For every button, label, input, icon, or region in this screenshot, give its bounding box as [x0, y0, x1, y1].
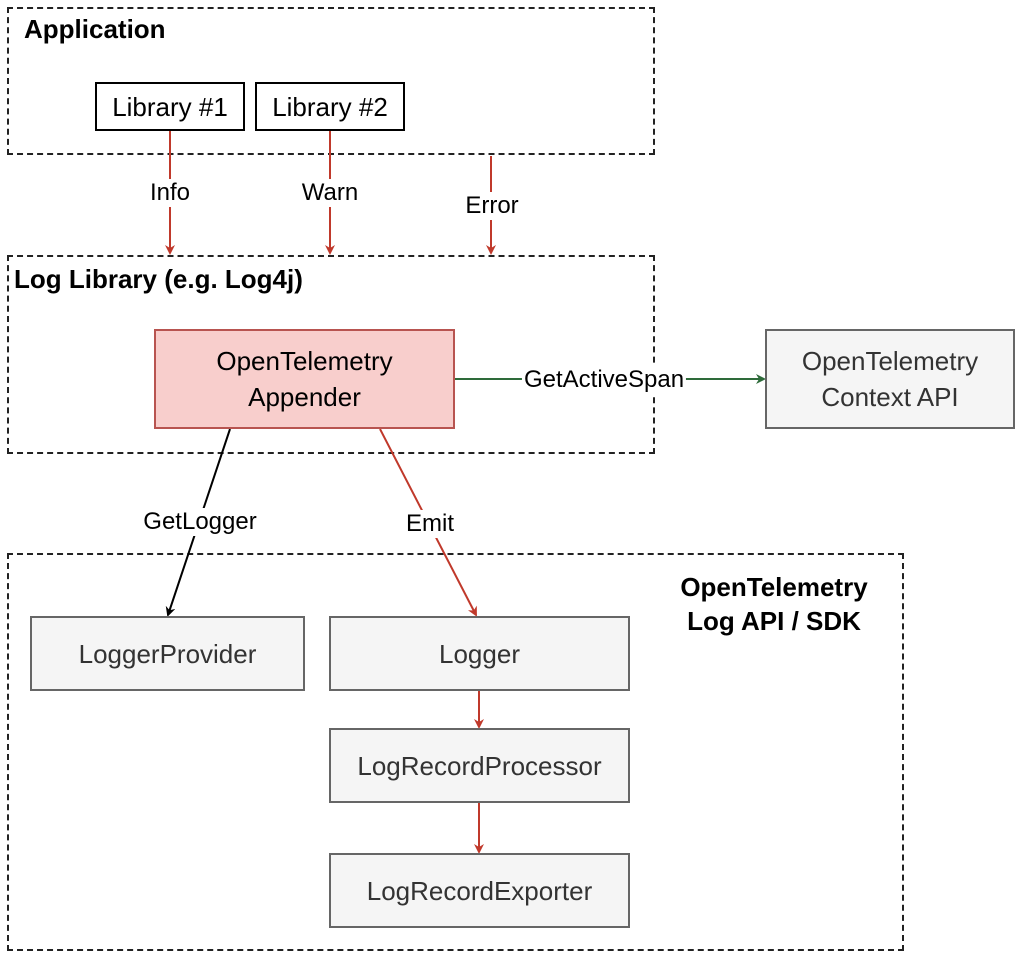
log-record-processor-node: LogRecordProcessor	[329, 728, 630, 803]
otel-log-sdk-title-line1: OpenTelemetry	[680, 572, 868, 602]
logger-provider-node: LoggerProvider	[30, 616, 305, 691]
otel-appender-label-line1: OpenTelemetry	[216, 346, 393, 376]
logger-provider-label: LoggerProvider	[78, 638, 257, 669]
error-edge-label: Error	[463, 192, 521, 220]
otel-appender-node: OpenTelemetry Appender	[154, 329, 455, 429]
log-record-exporter-label: LogRecordExporter	[366, 875, 593, 906]
library-1-node: Library #1	[95, 82, 245, 131]
library-2-node: Library #2	[255, 82, 405, 131]
info-edge-label: Info	[147, 179, 193, 207]
log-library-container	[7, 255, 655, 454]
library-2-label: Library #2	[272, 91, 388, 122]
logger-node: Logger	[329, 616, 630, 691]
otel-log-sdk-title-line2: Log API / SDK	[687, 606, 861, 636]
warn-edge-label: Warn	[299, 179, 361, 207]
otel-context-api-node: OpenTelemetry Context API	[765, 329, 1015, 429]
emit-edge-label: Emit	[404, 510, 456, 538]
get-logger-edge-label: GetLogger	[141, 508, 259, 536]
otel-log-sdk-container	[7, 553, 904, 951]
otel-context-api-label-line1: OpenTelemetry	[801, 346, 979, 376]
log-library-title: Log Library (e.g. Log4j)	[14, 264, 303, 294]
get-active-span-edge-label: GetActiveSpan	[521, 366, 687, 394]
application-title: Application	[24, 14, 166, 44]
otel-context-api-label-line2: Context API	[821, 382, 959, 412]
log-record-exporter-node: LogRecordExporter	[329, 853, 630, 928]
log-record-processor-label: LogRecordProcessor	[357, 750, 602, 781]
logger-label: Logger	[439, 638, 520, 669]
otel-log-sdk-title: OpenTelemetry Log API / SDK	[664, 570, 884, 638]
library-1-label: Library #1	[112, 91, 228, 122]
otel-appender-label-line2: Appender	[248, 382, 361, 412]
